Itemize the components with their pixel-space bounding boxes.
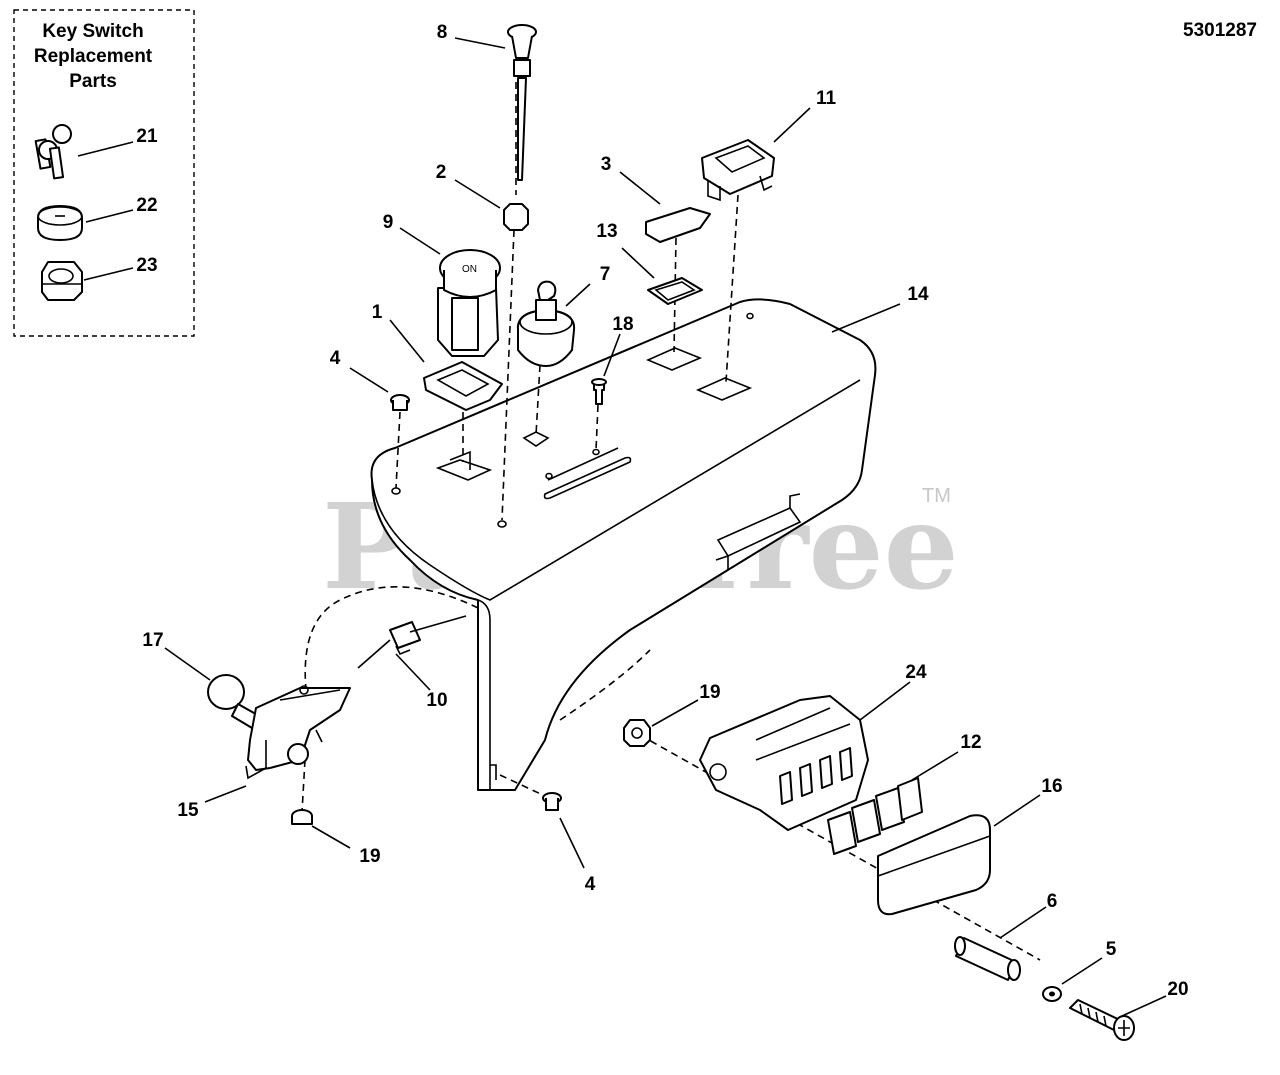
cable-clamp-part <box>357 615 467 669</box>
ignition-switch-part <box>516 280 576 367</box>
callout-24: 24 <box>905 662 927 683</box>
callout-4-upper: 4 <box>330 348 341 369</box>
washer-part <box>1042 986 1062 1002</box>
callout-7: 7 <box>600 264 611 285</box>
callout-2: 2 <box>436 162 447 183</box>
choke-cable-part <box>507 24 537 181</box>
callout-18: 18 <box>612 314 633 335</box>
kit-title-line-2: Replacement <box>34 46 153 67</box>
spacer-part <box>954 936 1021 981</box>
console-panel <box>370 298 877 791</box>
callout-20: 20 <box>1167 979 1188 1000</box>
callout-10: 10 <box>426 690 447 711</box>
callout-11: 11 <box>816 88 837 109</box>
callout-16: 16 <box>1041 776 1062 797</box>
screw-part-upper <box>390 394 410 411</box>
callout-3: 3 <box>601 154 612 175</box>
callout-19-right: 19 <box>699 682 720 703</box>
kit-title-line-1: Key Switch <box>42 21 143 42</box>
key-switch-kit-box: Key Switch Replacement Parts <box>13 9 195 337</box>
callout-5: 5 <box>1106 939 1117 960</box>
cover-part <box>645 207 711 243</box>
callout-numbers: 8 2 3 11 9 13 7 14 1 18 4 17 10 15 19 4 … <box>136 22 1188 1000</box>
bezel-part <box>423 361 503 411</box>
callout-13: 13 <box>596 221 617 242</box>
callout-4-lower: 4 <box>585 874 596 895</box>
callout-12: 12 <box>960 732 981 753</box>
callout-19-lower: 19 <box>359 846 380 867</box>
callout-15: 15 <box>177 800 199 821</box>
kit-title-line-3: Parts <box>69 71 117 92</box>
nut-part-right <box>623 719 651 747</box>
nut-part-lower <box>291 809 313 825</box>
callout-8: 8 <box>437 22 448 43</box>
cap-icon <box>37 205 83 241</box>
bolt-part-long <box>1069 999 1135 1041</box>
fuse-holder-part <box>699 695 869 831</box>
callout-22: 22 <box>136 195 157 216</box>
drawing-number: 5301287 <box>1183 20 1257 41</box>
pto-switch-part: ON <box>437 249 501 357</box>
throttle-control-part <box>207 674 351 780</box>
callout-1: 1 <box>372 302 383 323</box>
nut-part <box>503 203 529 231</box>
leader-lines <box>164 37 1167 1017</box>
keys-icon <box>34 124 72 180</box>
callout-17: 17 <box>142 630 163 651</box>
callout-9: 9 <box>383 212 394 233</box>
callout-6: 6 <box>1047 891 1058 912</box>
svg-text:ON: ON <box>462 264 477 275</box>
fuses-part <box>827 777 923 855</box>
callout-21: 21 <box>136 126 158 147</box>
watermark-tm: TM <box>922 485 951 507</box>
nut-icon <box>41 261 83 301</box>
callout-23: 23 <box>136 255 157 276</box>
gasket-part <box>647 277 703 305</box>
callout-14: 14 <box>907 284 929 305</box>
hour-meter-part <box>701 139 775 202</box>
fuse-cover-part <box>877 814 991 916</box>
screw-part-lower <box>542 792 562 811</box>
